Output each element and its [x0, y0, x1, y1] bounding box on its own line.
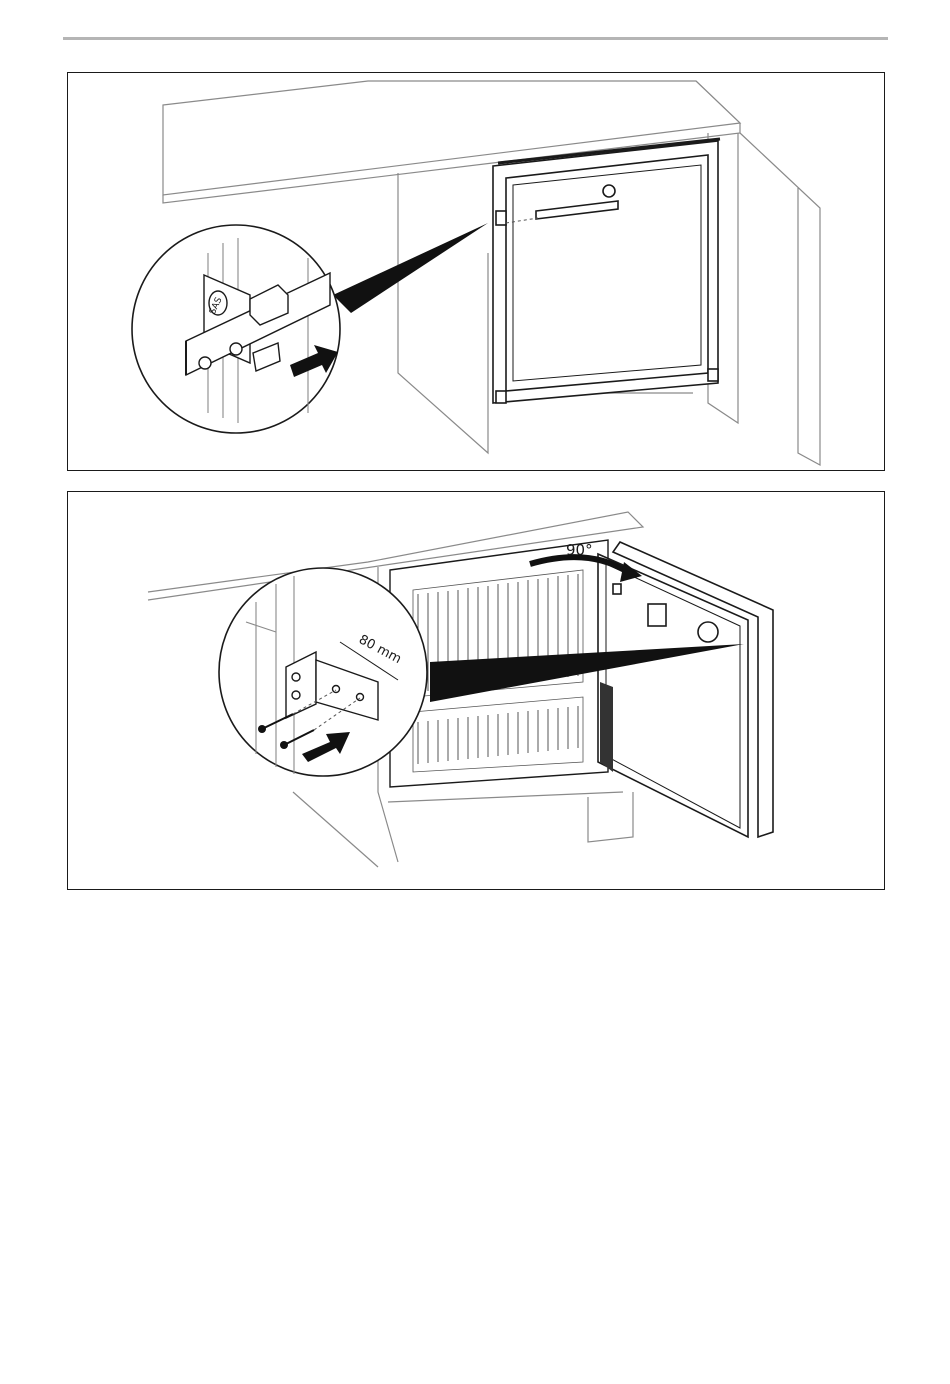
door-bracket-illustration: 90° 80 mm: [68, 492, 885, 890]
header-rule: [63, 37, 888, 40]
opening-angle-label: 90°: [566, 541, 593, 559]
door-rail-illustration: SAS: [68, 73, 885, 471]
figure-fit-door-bracket: 90° 80 mm: [67, 491, 885, 890]
figure-remove-door-rail: SAS: [67, 72, 885, 471]
